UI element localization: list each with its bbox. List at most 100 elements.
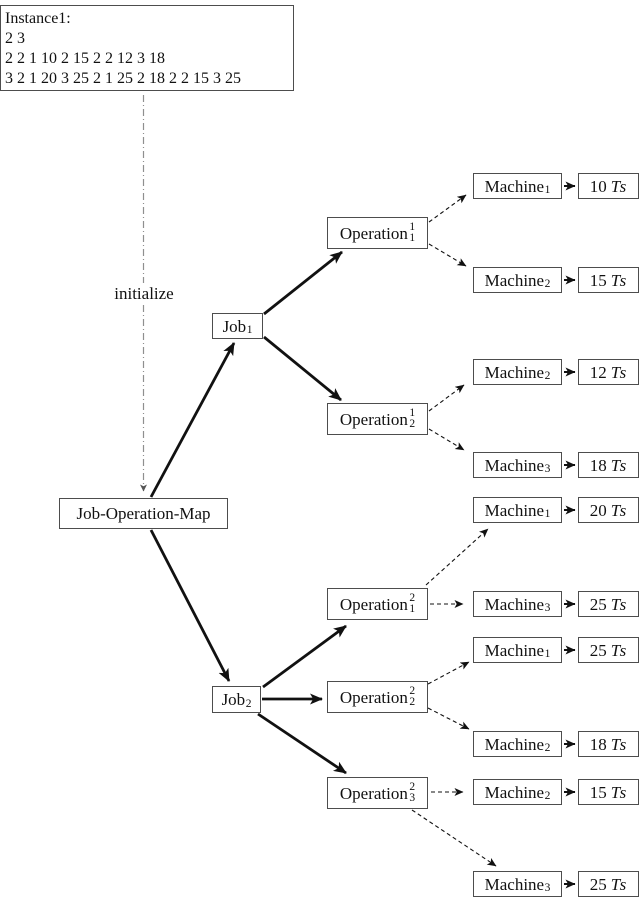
time-unit: Ts [610, 362, 628, 382]
edge-job2-op12 [262, 624, 347, 689]
time-value: 18 [589, 455, 607, 475]
machine-label: Machine [484, 500, 545, 520]
time-unit: Ts [610, 270, 628, 290]
operation-sub: 3 [409, 792, 416, 804]
job-operation-map-node: Job-Operation-Map [59, 498, 228, 529]
instance-box: Instance1: 2 3 2 2 1 10 2 15 2 2 12 3 18… [0, 5, 294, 91]
machine-label: Machine [484, 362, 545, 382]
machine-label: Machine [484, 455, 545, 475]
edge-job1-op21 [263, 335, 342, 402]
edge-op22-m2 [427, 707, 470, 730]
machine-label: Machine [484, 734, 545, 754]
operation-label: Operation [339, 409, 408, 429]
operation-sub: 2 [409, 696, 416, 708]
edge-op22-m1 [427, 661, 470, 685]
edge-op32-m3 [411, 809, 497, 867]
time-value: 18 [589, 734, 607, 754]
instance-line: 2 3 [5, 30, 25, 47]
edge-job2-op32 [257, 712, 347, 775]
edge-job1-op11 [263, 250, 343, 316]
edge-root-job1 [149, 342, 236, 498]
edge-op21-m3 [428, 428, 465, 451]
time-unit: Ts [610, 874, 628, 894]
operation-sup: 1 [409, 221, 416, 233]
operation-label: Operation [339, 783, 408, 803]
operation-sub: 1 [409, 603, 416, 615]
edge-root-job2 [149, 529, 231, 682]
job-label: Job [221, 690, 246, 709]
operation-label: Operation [339, 687, 408, 707]
time-unit: Ts [610, 734, 628, 754]
edge-op12-m1 [425, 528, 489, 586]
operation-label: Operation [339, 594, 408, 614]
machine-label: Machine [484, 782, 545, 802]
edge-op11-m2 [428, 243, 467, 267]
time-value: 15 [589, 782, 607, 802]
machine-label: Machine [484, 270, 545, 290]
operation-sup: 2 [409, 781, 416, 793]
time-unit: Ts [610, 594, 628, 614]
time-value: 25 [589, 640, 607, 660]
operation-label: Operation [339, 223, 408, 243]
time-value: 10 [589, 176, 607, 196]
job-label: Job [222, 316, 247, 336]
operation-sub: 1 [409, 232, 416, 244]
time-unit: Ts [610, 455, 628, 475]
edge-op11-m1 [428, 194, 467, 223]
time-value: 15 [589, 270, 607, 290]
machine-label: Machine [484, 594, 545, 614]
machine-label: Machine [484, 874, 545, 894]
time-unit: Ts [610, 782, 628, 802]
root-label: Job-Operation-Map [76, 504, 211, 523]
initialize-edge-label: initialize [106, 283, 182, 305]
edge-op21-m2 [428, 384, 465, 412]
time-value: 12 [589, 362, 607, 382]
time-value: 25 [589, 594, 607, 614]
time-unit: Ts [610, 176, 628, 196]
operation-sup: 2 [409, 685, 416, 697]
instance-line: 2 2 1 10 2 15 2 2 12 3 18 [5, 50, 165, 67]
time-value: 25 [589, 874, 607, 894]
time-unit: Ts [610, 640, 628, 660]
time-value: 20 [589, 500, 607, 520]
instance-line: 3 2 1 20 3 25 2 1 25 2 18 2 2 15 3 25 [5, 70, 241, 87]
machine-label: Machine [484, 640, 545, 660]
operation-sup: 2 [409, 592, 416, 604]
operation-sub: 2 [409, 418, 416, 430]
time-unit: Ts [610, 500, 628, 520]
machine-label: Machine [484, 176, 545, 196]
